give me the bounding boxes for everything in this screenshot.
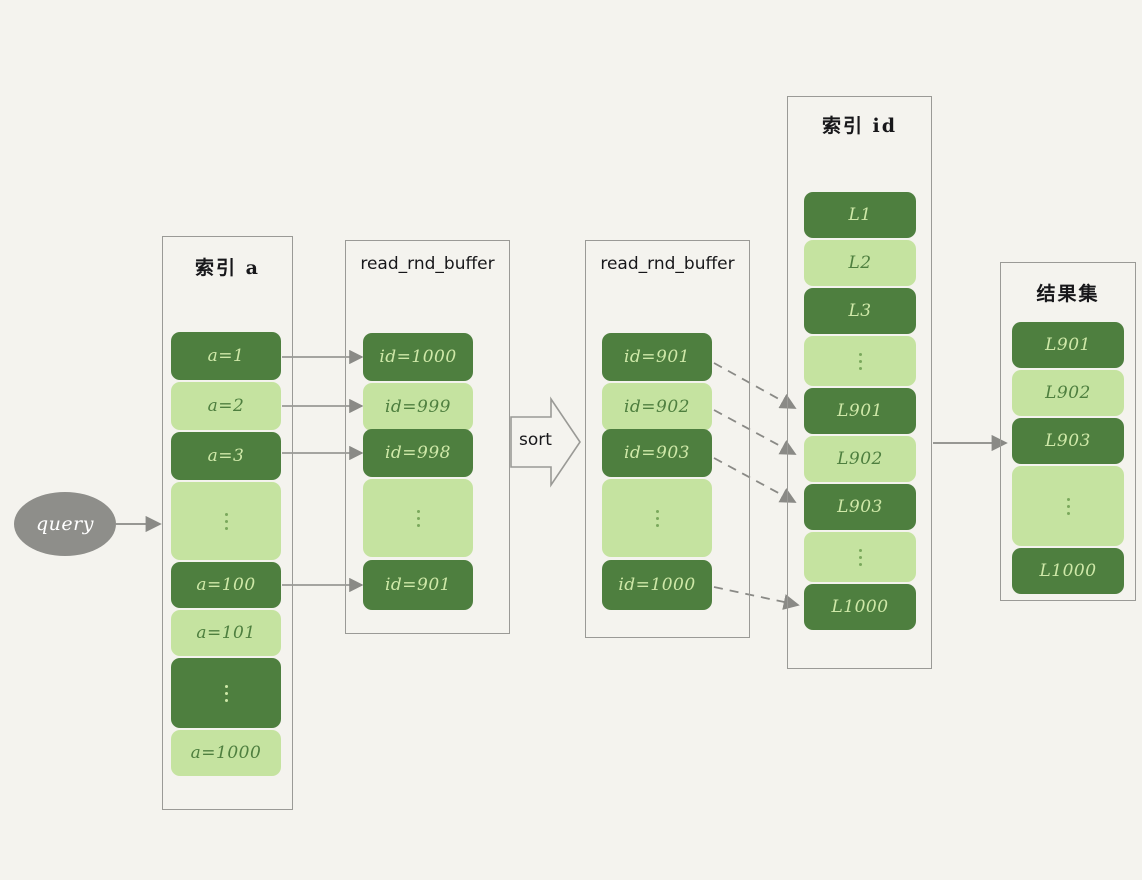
cell-index-a-3-ellipsis[interactable] [171,482,281,560]
vertical-ellipsis-icon [858,548,862,566]
panel-read-rnd-buffer-unsorted: read_rnd_buffer [345,240,510,634]
cell-label: L901 [1045,335,1091,355]
panel-title-result-set: 结果集 [1036,283,1100,305]
cell-label: a=3 [207,446,245,466]
cell-label: id=1000 [618,575,696,595]
cell-index-id-4[interactable]: L901 [804,388,916,434]
cell-result-set-2[interactable]: L903 [1012,418,1124,464]
cell-index-a-0[interactable]: a=1 [171,332,281,380]
vertical-ellipsis-icon [858,352,862,370]
cell-label: id=903 [623,443,690,463]
cell-label: L901 [837,401,883,421]
cell-index-a-6-ellipsis[interactable] [171,658,281,728]
cell-index-id-3-ellipsis[interactable] [804,336,916,386]
vertical-ellipsis-icon [1066,497,1070,515]
cell-label: id=902 [623,397,690,417]
cell-buffer-unsorted-3-ellipsis[interactable] [363,479,473,557]
cell-buffer-unsorted-2[interactable]: id=998 [363,429,473,477]
panel-index-id: 索引 id [787,96,932,669]
panel-result-set: 结果集 [1000,262,1136,601]
vertical-ellipsis-icon [655,509,659,527]
cell-label: L3 [848,301,872,321]
panel-title-index-id: 索引 id [821,115,898,137]
cell-index-a-1[interactable]: a=2 [171,382,281,430]
cell-index-a-7[interactable]: a=1000 [171,730,281,776]
panel-title-index-a: 索引 a [195,257,260,279]
cell-label: id=901 [384,575,451,595]
cell-index-a-2[interactable]: a=3 [171,432,281,480]
cell-label: L902 [1045,383,1091,403]
panel-index-a: 索引 a [162,236,293,810]
cell-index-id-5[interactable]: L902 [804,436,916,482]
vertical-ellipsis-icon [224,684,228,702]
cell-index-id-1[interactable]: L2 [804,240,916,286]
cell-label: L1000 [831,597,889,617]
cell-index-id-6[interactable]: L903 [804,484,916,530]
cell-result-set-3-ellipsis[interactable] [1012,466,1124,546]
panel-read-rnd-buffer-sorted: read_rnd_buffer [585,240,750,638]
cell-label: id=999 [384,397,451,417]
cell-result-set-1[interactable]: L902 [1012,370,1124,416]
cell-label: L903 [1045,431,1091,451]
cell-label: a=100 [196,575,256,595]
cell-result-set-4[interactable]: L1000 [1012,548,1124,594]
cell-index-a-4[interactable]: a=100 [171,562,281,608]
cell-buffer-sorted-2[interactable]: id=903 [602,429,712,477]
query-label: query [36,513,94,535]
cell-label: a=2 [207,396,245,416]
cell-label: a=101 [196,623,256,643]
cell-index-a-5[interactable]: a=101 [171,610,281,656]
cell-buffer-unsorted-0[interactable]: id=1000 [363,333,473,381]
query-node[interactable]: query [14,492,116,556]
cell-label: L903 [837,497,883,517]
vertical-ellipsis-icon [416,509,420,527]
cell-index-id-8[interactable]: L1000 [804,584,916,630]
cell-label: L1 [848,205,872,225]
cell-label: a=1 [207,346,245,366]
cell-label: L1000 [1039,561,1097,581]
cell-buffer-sorted-4[interactable]: id=1000 [602,560,712,610]
cell-buffer-sorted-0[interactable]: id=901 [602,333,712,381]
cell-label: L2 [848,253,872,273]
cell-label: L902 [837,449,883,469]
cell-index-id-2[interactable]: L3 [804,288,916,334]
cell-label: id=901 [623,347,690,367]
cell-buffer-unsorted-1[interactable]: id=999 [363,383,473,431]
cell-buffer-unsorted-4[interactable]: id=901 [363,560,473,610]
cell-index-id-0[interactable]: L1 [804,192,916,238]
panel-title-read-rnd-buffer-unsorted: read_rnd_buffer [360,254,495,274]
cell-label: a=1000 [190,743,262,763]
cell-buffer-sorted-3-ellipsis[interactable] [602,479,712,557]
cell-result-set-0[interactable]: L901 [1012,322,1124,368]
cell-buffer-sorted-1[interactable]: id=902 [602,383,712,431]
panel-title-read-rnd-buffer-sorted: read_rnd_buffer [600,254,735,274]
sort-label: sort [519,430,552,450]
cell-index-id-7-ellipsis[interactable] [804,532,916,582]
vertical-ellipsis-icon [224,512,228,530]
cell-label: id=998 [384,443,451,463]
cell-label: id=1000 [379,347,457,367]
